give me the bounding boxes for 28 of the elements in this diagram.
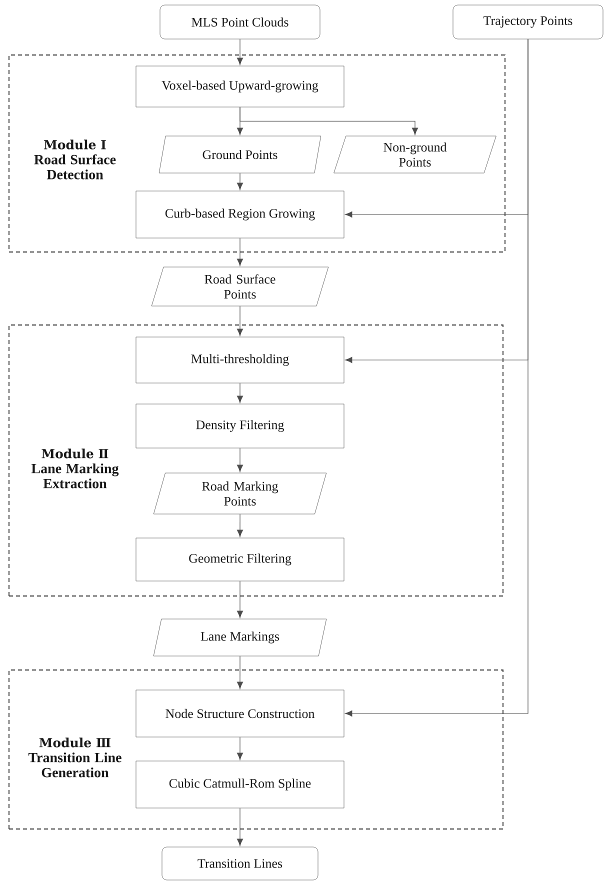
arrow xyxy=(236,382,243,403)
data-parallelogram: Ground Points xyxy=(158,136,322,174)
arrow xyxy=(240,106,418,135)
data-parallelogram: Road Marking Points xyxy=(153,472,327,514)
arrow xyxy=(237,172,243,190)
terminal-box: MLS Point Clouds xyxy=(160,4,320,40)
arrow xyxy=(236,736,243,760)
arrow xyxy=(237,448,244,472)
process-box: Multi-thresholding xyxy=(136,336,344,384)
arrow xyxy=(237,514,243,537)
process-box: Curb-based Region Growing xyxy=(136,190,344,238)
arrow xyxy=(237,656,243,689)
arrow xyxy=(236,580,243,618)
arrow xyxy=(236,238,243,266)
arrow xyxy=(345,38,528,716)
process-box: Voxel-based Upward-growing xyxy=(136,66,344,108)
data-parallelogram: Non-ground Points xyxy=(334,136,496,174)
process-box: Density Filtering xyxy=(136,404,344,448)
arrow xyxy=(236,38,243,65)
terminal-box: Transition Lines xyxy=(162,846,318,880)
process-box: Geometric Filtering xyxy=(136,538,344,582)
arrow xyxy=(236,808,243,846)
data-parallelogram: Road Surface Points xyxy=(151,266,329,306)
process-box: Cubic Catmull-Rom Spline xyxy=(136,760,344,808)
terminal-box: Trajectory Points xyxy=(452,4,604,40)
arrow xyxy=(237,306,243,336)
process-box: Node Structure Construction xyxy=(136,690,344,738)
data-parallelogram: Lane Markings xyxy=(153,618,327,656)
